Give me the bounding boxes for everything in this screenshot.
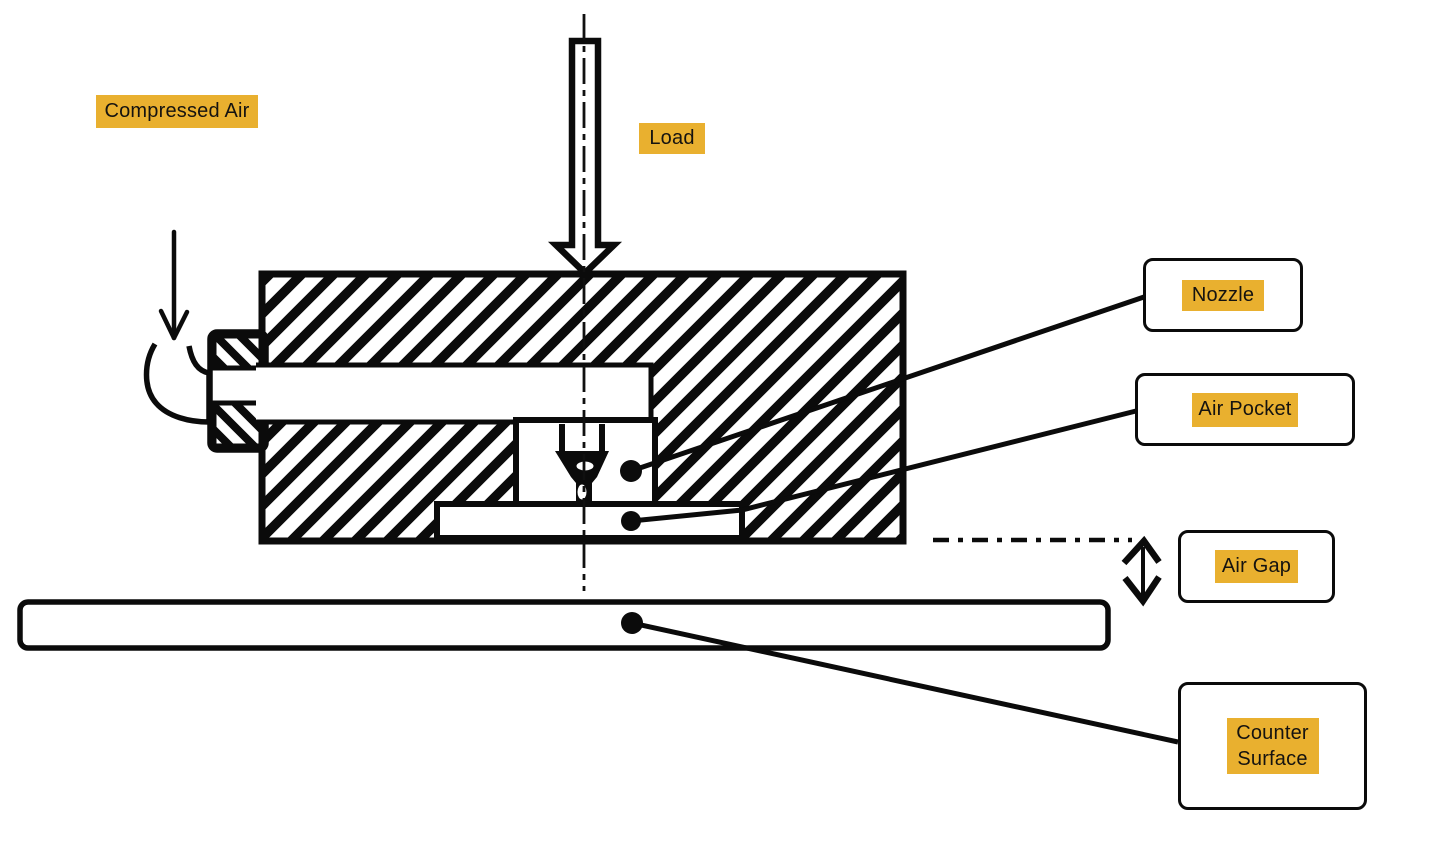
air-gap-arrow-icon [1121,535,1162,607]
nozzle-callout: Nozzle [1143,258,1303,332]
compressed-air-arrow-icon [158,229,190,341]
counter-surface-dot [621,612,643,634]
air-pocket-label: Air Pocket [1192,392,1298,427]
counter-surface-callout: Counter Surface [1178,682,1367,810]
nozzle-leader-line [630,294,1145,474]
nozzle-label: Nozzle [1182,279,1264,311]
air-pocket-leader-line [630,408,1137,524]
air-pocket-slot [434,501,745,541]
air-pocket-dot [621,511,641,531]
air-gap-callout: Air Gap [1178,530,1335,603]
nozzle-insert [555,424,609,504]
counter-surface-leader-line [631,620,1179,745]
compressed-air-label: Compressed Air [96,95,258,128]
counter-surface-label-line2: Surface [1237,748,1308,770]
counter-surface-label: Counter Surface [1226,718,1319,774]
leader-lines [630,294,1179,745]
load-label: Load [639,123,705,154]
air-gap-label: Air Gap [1215,550,1298,583]
inlet-elbow-pipe [143,342,212,425]
nozzle-dot [620,460,642,482]
air-supply-channel [256,362,654,425]
air-pocket-callout: Air Pocket [1135,373,1355,446]
leader-dots [620,460,643,634]
counter-surface-label-line1: Counter [1236,722,1309,744]
counter-surface-plate [17,599,1111,651]
